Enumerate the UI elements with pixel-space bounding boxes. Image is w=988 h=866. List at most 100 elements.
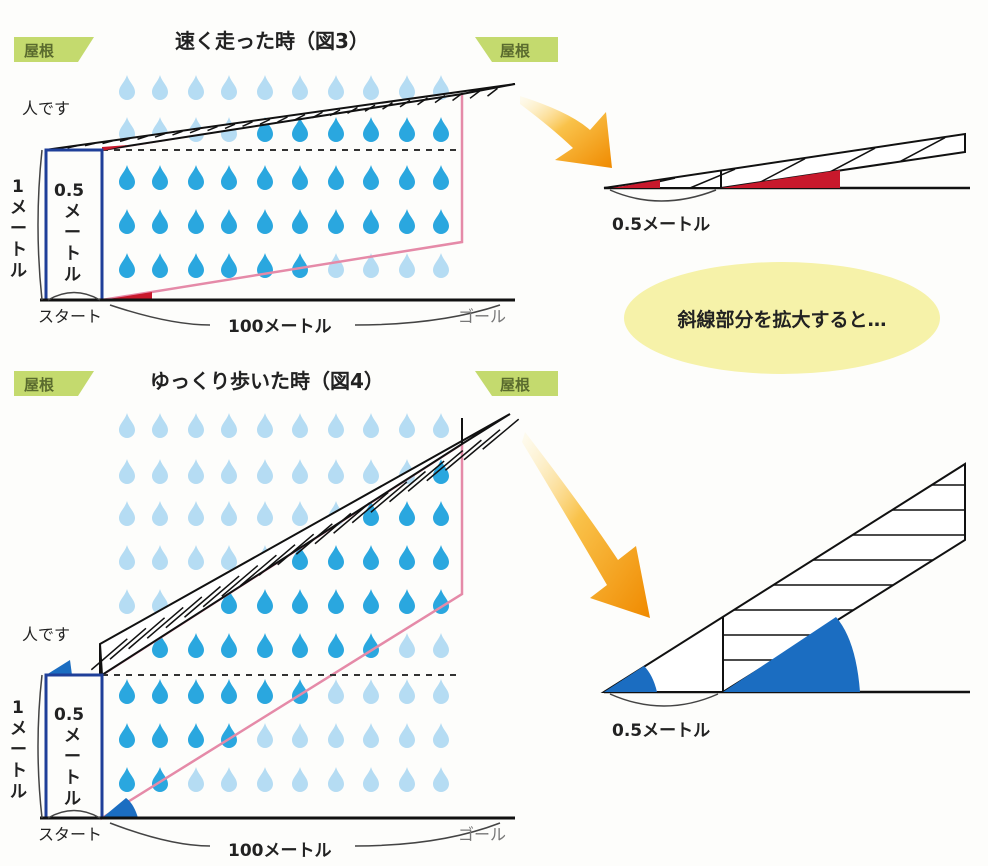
raindrop xyxy=(399,723,415,748)
raindrop xyxy=(399,679,415,704)
raindrop-inside xyxy=(221,165,237,190)
raindrop-inside xyxy=(292,545,308,570)
raindrop-inside xyxy=(152,165,168,190)
raindrop-inside xyxy=(221,589,237,614)
raindrop xyxy=(221,75,237,100)
raindrop-inside xyxy=(119,209,135,234)
red-wedge-bottom xyxy=(102,292,152,300)
raindrop xyxy=(363,75,379,100)
raindrop-inside xyxy=(363,545,379,570)
raindrop-inside xyxy=(119,767,135,792)
raindrop xyxy=(363,767,379,792)
raindrop xyxy=(292,501,308,526)
figure-3-title: 速く走った時（図3） xyxy=(175,29,369,53)
raindrop xyxy=(292,413,308,438)
svg-text:1: 1 xyxy=(12,177,24,197)
raindrop xyxy=(119,545,135,570)
raindrop-inside xyxy=(257,679,273,704)
raindrop xyxy=(257,75,273,100)
svg-text:ル: ル xyxy=(10,782,27,802)
hatched-band xyxy=(90,413,520,677)
start-label: スタート xyxy=(38,825,102,844)
raindrop xyxy=(433,767,449,792)
raindrop xyxy=(221,501,237,526)
raindrop xyxy=(188,459,204,484)
raindrop xyxy=(399,633,415,658)
svg-text:ー: ー xyxy=(64,747,81,767)
raindrop xyxy=(292,459,308,484)
raindrop xyxy=(399,413,415,438)
raindrop xyxy=(433,253,449,278)
raindrop-inside xyxy=(152,633,168,658)
raindrop xyxy=(257,767,273,792)
height-brace xyxy=(37,149,43,301)
zoom-detail-figure-3: 0.5メートル xyxy=(603,132,970,235)
raindrop-inside xyxy=(399,589,415,614)
start-label: スタート xyxy=(38,307,102,326)
raindrop xyxy=(221,767,237,792)
svg-text:ー: ー xyxy=(10,740,27,760)
raindrop-inside xyxy=(328,165,344,190)
raindrop-inside xyxy=(119,165,135,190)
raindrop-inside xyxy=(399,165,415,190)
width-brace xyxy=(47,291,101,301)
zoom-detail-figure-4: 0.5メートル xyxy=(600,462,970,741)
svg-text:ー: ー xyxy=(10,219,27,239)
raindrop-inside xyxy=(328,545,344,570)
raindrop xyxy=(119,501,135,526)
raindrop-inside xyxy=(119,679,135,704)
raindrop-inside xyxy=(328,589,344,614)
roof-tag-left: 屋根 xyxy=(14,371,94,396)
zoom-width-label: 0.5メートル xyxy=(612,215,710,235)
zoom-arrow-2 xyxy=(522,432,650,618)
raindrop-inside xyxy=(257,209,273,234)
raindrop xyxy=(257,501,273,526)
svg-text:メ: メ xyxy=(64,726,81,746)
raindrop xyxy=(399,253,415,278)
raindrop xyxy=(363,459,379,484)
raindrop-inside xyxy=(188,165,204,190)
raindrop xyxy=(292,767,308,792)
height-brace xyxy=(37,674,43,819)
svg-text:ル: ル xyxy=(64,789,81,809)
height-label: 1 メ ー ト ル xyxy=(10,177,27,281)
raindrop xyxy=(328,679,344,704)
raindrop-inside xyxy=(221,633,237,658)
raindrop-inside xyxy=(152,679,168,704)
svg-text:ー: ー xyxy=(64,223,81,243)
raindrop-inside xyxy=(433,165,449,190)
raindrop xyxy=(328,459,344,484)
raindrop xyxy=(221,545,237,570)
roof-tag-right: 屋根 xyxy=(475,37,558,62)
raindrop-inside xyxy=(399,545,415,570)
raindrop-inside xyxy=(292,117,308,142)
raindrop-inside xyxy=(433,501,449,526)
raindrop-inside xyxy=(399,209,415,234)
raindrop-inside xyxy=(433,589,449,614)
svg-text:ト: ト xyxy=(64,244,81,264)
zoom-arrow-1 xyxy=(520,96,612,168)
raindrop xyxy=(152,459,168,484)
red-wedge-top xyxy=(102,145,128,151)
roof-tag-left: 屋根 xyxy=(14,37,94,62)
raindrop xyxy=(257,723,273,748)
distance-brace xyxy=(109,822,501,847)
raindrop-inside xyxy=(257,253,273,278)
raindrop xyxy=(328,253,344,278)
raindrop xyxy=(221,459,237,484)
raindrop xyxy=(188,767,204,792)
goal-label: ゴール xyxy=(458,307,506,326)
raindrop xyxy=(363,413,379,438)
raindrop-inside xyxy=(433,545,449,570)
raindrop-inside xyxy=(433,459,449,484)
inner-width-label: 0.5 メ ー ト ル xyxy=(54,181,84,285)
raindrop-inside xyxy=(188,723,204,748)
raindrop xyxy=(188,501,204,526)
roof-tag-right: 屋根 xyxy=(475,371,558,396)
raindrop xyxy=(328,413,344,438)
raindrop-inside xyxy=(119,253,135,278)
svg-text:ル: ル xyxy=(64,265,81,285)
callout-bubble: 斜線部分を拡大すると… xyxy=(624,262,940,374)
raindrop xyxy=(328,767,344,792)
callout-text: 斜線部分を拡大すると… xyxy=(676,308,886,331)
